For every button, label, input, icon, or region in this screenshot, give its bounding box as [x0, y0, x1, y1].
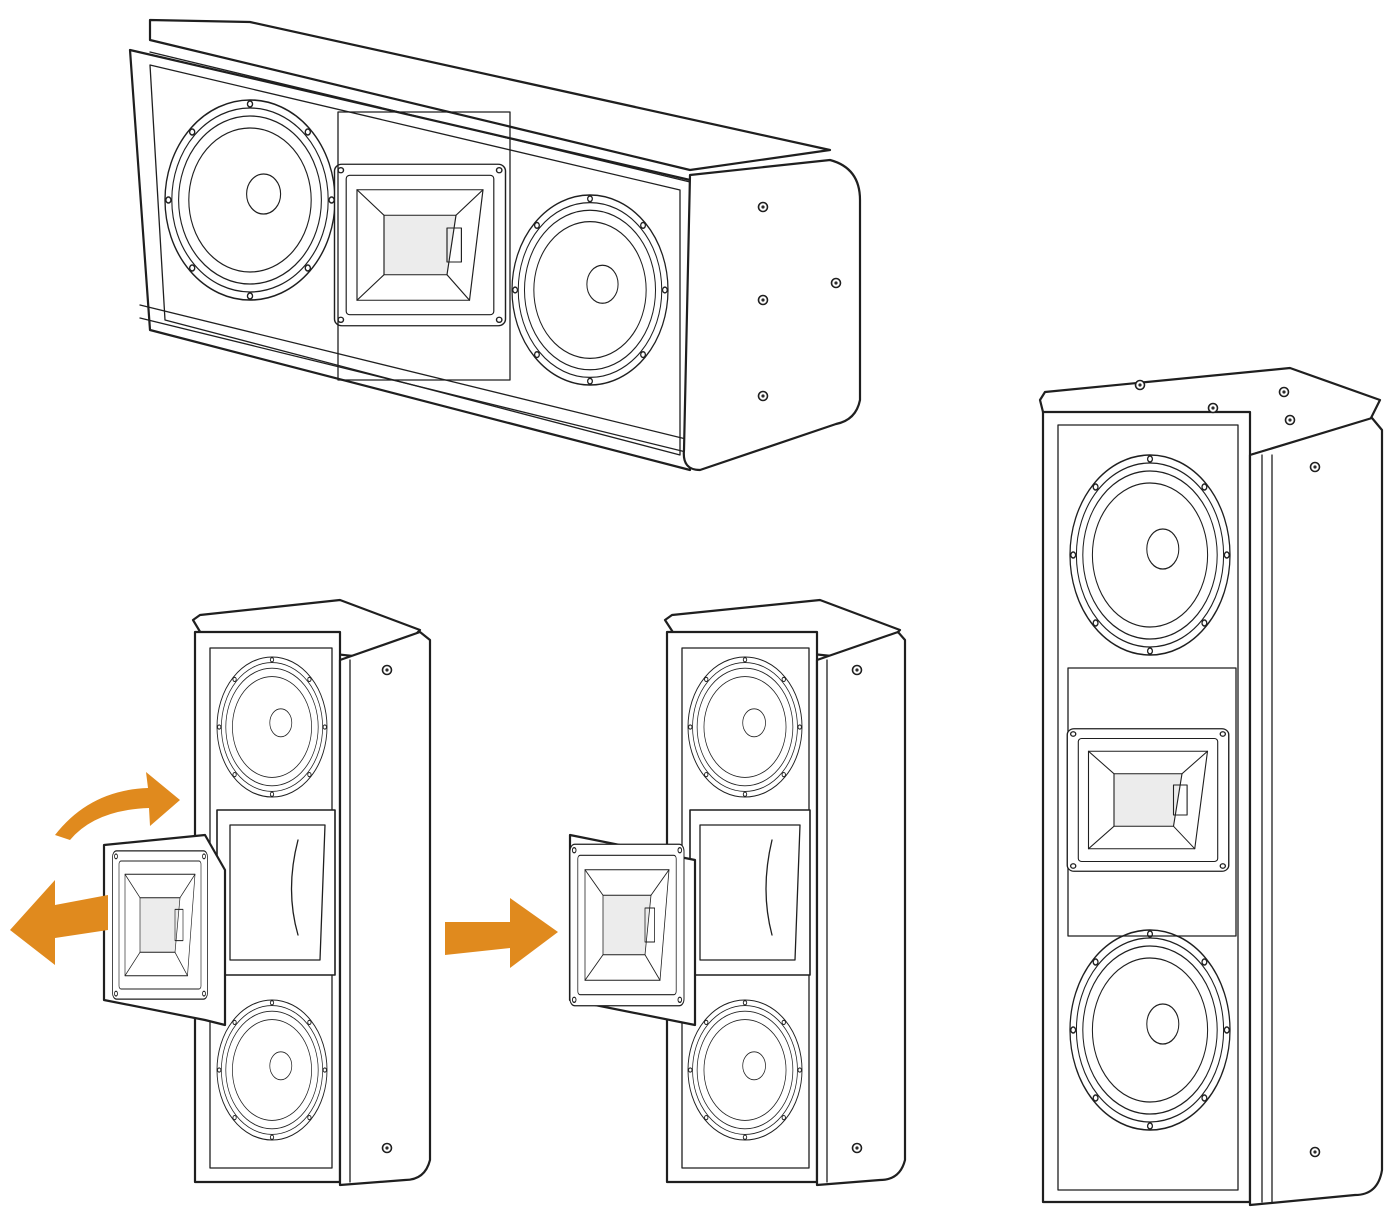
pull-out-arrow [10, 880, 108, 965]
horn-module-removed [102, 833, 227, 1027]
arrows-layer [10, 772, 558, 968]
next-step-arrow [445, 898, 558, 968]
rotate-arrow [55, 772, 180, 840]
speaker-horizontal [128, 18, 862, 472]
speaker-vertical-horn-removed [102, 598, 432, 1187]
horn-module-rotated [568, 833, 697, 1027]
speaker-vertical-assembled [1038, 366, 1384, 1207]
speaker-vertical-horn-rotated [568, 598, 907, 1187]
